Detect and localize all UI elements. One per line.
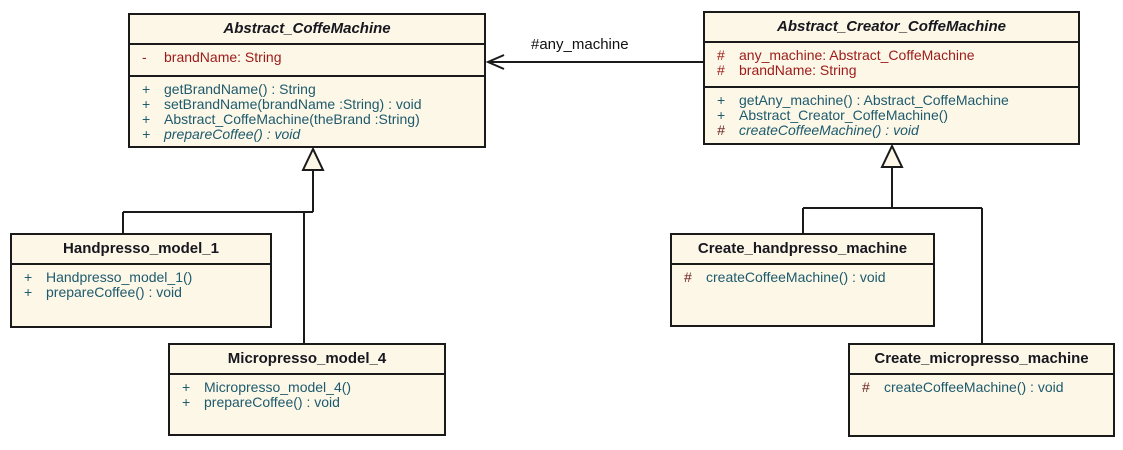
operation-row: + Micropresso_model_4() — [170, 380, 444, 395]
operation-row: # createCoffeeMachine() : void — [850, 380, 1113, 395]
operation-text: createCoffeeMachine() : void — [706, 269, 886, 285]
operation-row: + Handpresso_model_1() — [12, 270, 270, 285]
visibility-marker: # — [717, 47, 725, 63]
visibility-marker: + — [142, 96, 151, 112]
operation-row: + Abstract_CoffeMachine(theBrand :String… — [130, 112, 484, 127]
visibility-marker: - — [142, 49, 147, 65]
operation-text: createCoffeeMachine() : void — [739, 122, 919, 138]
operation-text: setBrandName(brandName :String) : void — [164, 96, 422, 112]
operation-row: + getBrandName() : String — [130, 82, 484, 97]
operation-text: Handpresso_model_1() — [46, 269, 193, 285]
visibility-marker: # — [862, 379, 870, 395]
visibility-marker: + — [142, 126, 151, 142]
operation-row: # createCoffeeMachine() : void — [672, 270, 933, 285]
visibility-marker: # — [684, 269, 692, 285]
operation-row: # createCoffeeMachine() : void — [705, 123, 1078, 138]
operation-row: + prepareCoffee() : void — [130, 127, 484, 142]
operation-text: getAny_machine() : Abstract_CoffeMachine — [739, 92, 1009, 108]
class-name: Create_handpresso_machine — [697, 240, 908, 257]
operations-compartment: + getAny_machine() : Abstract_CoffeMachi… — [705, 86, 1078, 138]
class-name: Create_micropresso_machine — [874, 350, 1089, 367]
visibility-marker: + — [182, 379, 191, 395]
operation-row: + getAny_machine() : Abstract_CoffeMachi… — [705, 93, 1078, 108]
operations-compartment: + getBrandName() : String + setBrandName… — [130, 75, 484, 142]
operation-row: + Abstract_Creator_CoffeMachine() — [705, 108, 1078, 123]
operation-text: createCoffeeMachine() : void — [884, 379, 1064, 395]
operation-text: Abstract_Creator_CoffeMachine() — [739, 107, 949, 123]
operations-compartment: # createCoffeeMachine() : void — [672, 263, 933, 285]
inheritance-triangle-icon — [880, 143, 904, 168]
operation-text: prepareCoffee() : void — [164, 126, 301, 142]
class-name: Handpresso_model_1 — [63, 240, 219, 257]
class-name: Micropresso_model_4 — [227, 350, 387, 367]
operation-row: + prepareCoffee() : void — [170, 395, 444, 410]
inheritance-triangle-icon — [301, 146, 325, 171]
visibility-marker: + — [142, 111, 151, 127]
attribute-row: - brandName: String — [130, 50, 484, 65]
visibility-marker: # — [717, 122, 725, 138]
attribute-text: any_machine: Abstract_CoffeMachine — [739, 47, 975, 63]
operation-text: prepareCoffee() : void — [204, 394, 340, 410]
class-micropresso-model-4: Micropresso_model_4 + Micropresso_model_… — [168, 343, 446, 436]
visibility-marker: + — [142, 81, 151, 97]
class-abstract-creator-coffemachine: Abstract_Creator_CoffeMachine # any_mach… — [703, 11, 1080, 145]
class-create-micropresso-machine: Create_micropresso_machine # createCoffe… — [848, 343, 1115, 437]
visibility-marker: + — [24, 284, 33, 300]
visibility-marker: # — [717, 62, 725, 78]
attribute-row: # any_machine: Abstract_CoffeMachine — [705, 48, 1078, 63]
operation-text: Micropresso_model_4() — [204, 379, 352, 395]
attributes-compartment: # any_machine: Abstract_CoffeMachine # b… — [705, 41, 1078, 86]
visibility-marker: + — [182, 394, 191, 410]
class-handpresso-model-1: Handpresso_model_1 + Handpresso_model_1(… — [10, 233, 272, 328]
attribute-text: brandName: String — [164, 49, 282, 65]
operation-text: Abstract_CoffeMachine(theBrand :String) — [164, 111, 420, 127]
operations-compartment: # createCoffeeMachine() : void — [850, 373, 1113, 395]
attribute-text: brandName: String — [739, 62, 857, 78]
visibility-marker: + — [24, 269, 33, 285]
class-create-handpresso-machine: Create_handpresso_machine # createCoffee… — [670, 233, 935, 327]
visibility-marker: + — [717, 107, 726, 123]
class-abstract-coffemachine: Abstract_CoffeMachine - brandName: Strin… — [128, 13, 486, 148]
operation-row: + prepareCoffee() : void — [12, 285, 270, 300]
attributes-compartment: - brandName: String — [130, 43, 484, 75]
open-arrowhead-icon — [485, 54, 505, 70]
operations-compartment: + Micropresso_model_4() + prepareCoffee(… — [170, 373, 444, 410]
attribute-row: # brandName: String — [705, 63, 1078, 78]
operation-text: getBrandName() : String — [164, 81, 316, 97]
association-role-label: #any_machine — [531, 36, 629, 53]
class-name: Abstract_CoffeMachine — [223, 20, 391, 37]
class-name: Abstract_Creator_CoffeMachine — [777, 18, 1006, 35]
visibility-marker: + — [717, 92, 726, 108]
operation-text: prepareCoffee() : void — [46, 284, 182, 300]
operation-row: + setBrandName(brandName :String) : void — [130, 97, 484, 112]
operations-compartment: + Handpresso_model_1() + prepareCoffee()… — [12, 263, 270, 300]
